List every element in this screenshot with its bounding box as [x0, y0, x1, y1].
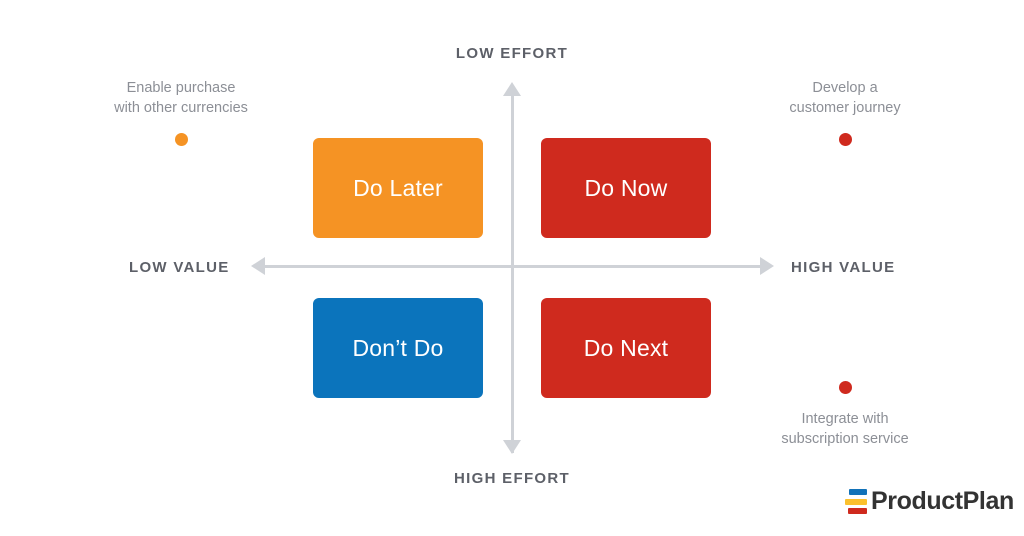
axis-label-high-effort: HIGH EFFORT [454, 470, 570, 487]
axis-label-low-value: LOW VALUE [129, 259, 230, 276]
arrow-left-icon [251, 257, 265, 275]
annotation-integrate-subscription-service[interactable]: Integrate with subscription service [730, 381, 960, 449]
arrow-right-icon [760, 257, 774, 275]
annotation-caption: Enable purchase with other currencies [114, 80, 248, 116]
arrow-down-icon [503, 440, 521, 454]
quadrant-do-next[interactable]: Do Next [541, 298, 711, 398]
annotation-dot-icon[interactable] [838, 133, 852, 146]
vertical-axis-line [511, 95, 514, 453]
annotation-develop-customer-journey[interactable]: Develop a customer journey [730, 78, 960, 146]
axis-label-high-value: HIGH VALUE [791, 259, 896, 276]
horizontal-axis-line [262, 265, 762, 268]
logo-bar-yellow [845, 498, 867, 505]
logo-bar-red [848, 508, 867, 514]
annotation-enable-purchase[interactable]: Enable purchase with other currencies [66, 78, 296, 146]
quadrant-do-later[interactable]: Do Later [313, 138, 483, 238]
productplan-logo-text: ProductPlan [871, 487, 1014, 515]
productplan-logo[interactable]: ProductPlan [845, 489, 1014, 514]
annotation-caption: Develop a customer journey [789, 80, 901, 116]
arrow-up-icon [503, 82, 521, 96]
productplan-logo-mark-icon [845, 489, 867, 514]
annotation-dot-icon[interactable] [838, 381, 852, 394]
logo-bar-blue [849, 489, 867, 495]
annotation-caption: Integrate with subscription service [781, 411, 909, 447]
annotation-dot-icon[interactable] [174, 133, 188, 146]
axis-label-low-effort: LOW EFFORT [455, 45, 569, 62]
quadrant-dont-do[interactable]: Don’t Do [313, 298, 483, 398]
quadrant-do-now[interactable]: Do Now [541, 138, 711, 238]
